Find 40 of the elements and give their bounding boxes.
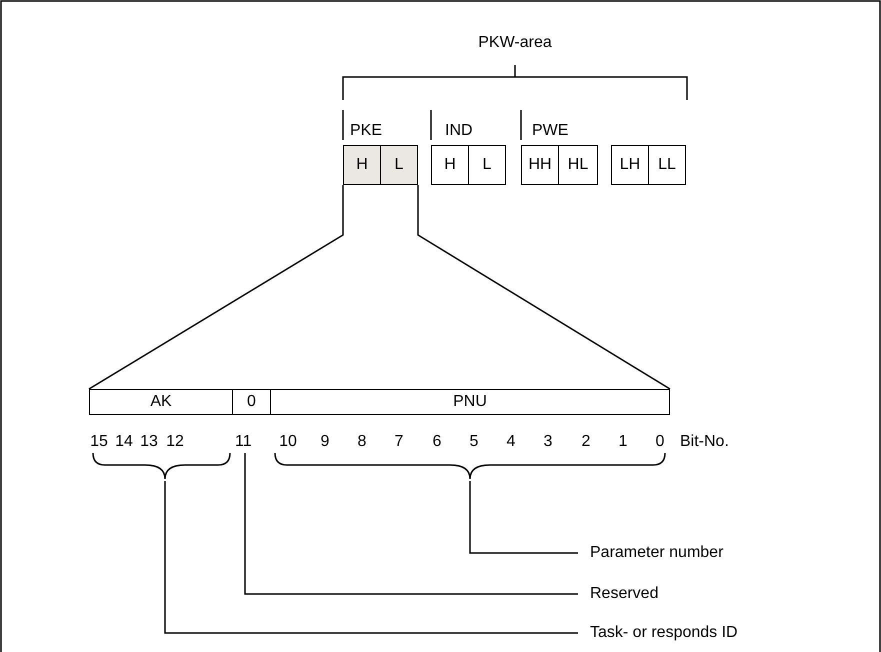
- bit-number: 10: [279, 433, 297, 451]
- field-label: PKE: [350, 122, 382, 140]
- axis-label: Bit-No.: [680, 433, 729, 451]
- bit-number: 2: [582, 433, 590, 451]
- bit-number: 7: [394, 433, 404, 451]
- bit-number: 6: [432, 433, 442, 451]
- register-cell: 0: [232, 389, 271, 415]
- register-cell: L: [468, 145, 506, 185]
- register-cell: HL: [558, 145, 598, 185]
- leader-line: [469, 481, 578, 554]
- register-cell: LL: [648, 145, 686, 185]
- bit-number: 9: [320, 433, 330, 451]
- leader-line: [244, 453, 578, 595]
- bit-number: 12: [166, 433, 184, 451]
- bit-number: 8: [358, 433, 366, 451]
- register-cell: H: [343, 145, 381, 185]
- register-cell: LH: [611, 145, 649, 185]
- bit-number: 1: [618, 433, 628, 451]
- bit-number: 14: [115, 433, 133, 451]
- zoom-line: [417, 185, 670, 390]
- bit-number: 15: [90, 433, 108, 451]
- register-cell: HH: [521, 145, 559, 185]
- bit-number: 5: [470, 433, 478, 451]
- register-cell: H: [431, 145, 469, 185]
- field-label: PWE: [532, 122, 568, 140]
- leader-text: Task- or responds ID: [590, 624, 738, 642]
- register-cell: PNU: [270, 389, 670, 415]
- bit-number: 3: [544, 433, 552, 451]
- area-label: PKW-area: [478, 34, 552, 52]
- bit-number: 0: [656, 433, 664, 451]
- bit-number: 11: [235, 433, 252, 451]
- field-label: IND: [445, 122, 473, 140]
- bit-number: 13: [140, 433, 158, 451]
- leader-text: Parameter number: [590, 544, 724, 562]
- bit-number: 4: [506, 433, 516, 451]
- leader-text: Reserved: [590, 585, 658, 603]
- leader-line: [164, 481, 578, 634]
- register-cell: L: [380, 145, 418, 185]
- zoom-line: [88, 185, 344, 390]
- register-cell: AK: [89, 389, 233, 415]
